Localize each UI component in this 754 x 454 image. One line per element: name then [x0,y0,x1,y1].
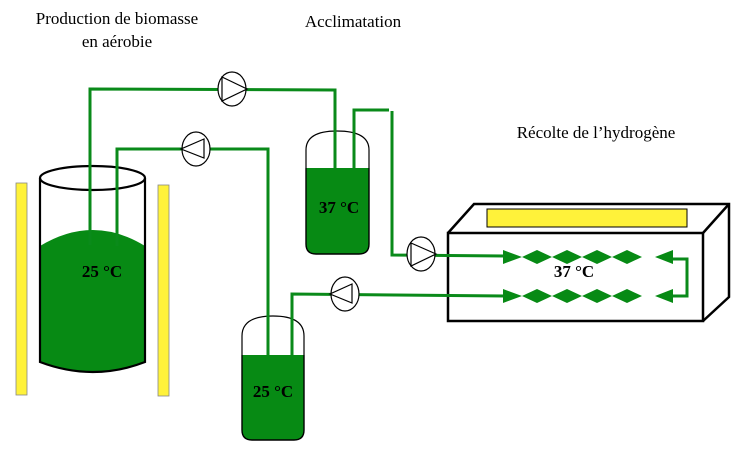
pipe-reactor-to-acclimatation [88,87,337,245]
light-panel-right [157,184,170,397]
flow-channel-bottom [503,289,673,303]
pipe-acclimatation-out-b [390,111,506,258]
lower-vessel-temperature: 25 °C [253,382,293,401]
pump-top [217,71,249,107]
label-recolte: Récolte de l’hydrogène [517,123,676,142]
pump-middle [179,131,211,167]
label-production-line2: en aérobie [82,32,152,51]
pipe-return-to-lower [290,292,506,355]
main-reactor: 25 °C [38,164,147,374]
pipe-loop-return [673,257,689,298]
pipe-acclimatation-out-a [352,108,389,168]
pump-acclimatation-out [406,236,438,272]
lower-vessel: 25 °C [241,315,305,441]
acclimatation-vessel-temperature: 37 °C [319,198,359,217]
acclimatation-vessel: 37 °C [305,130,370,255]
photobioreactor: 37 °C [446,202,731,323]
label-production-line1: Production de biomasse [36,9,198,28]
light-panel-left [15,182,28,396]
light-panel-top [486,208,688,228]
pump-return [328,276,360,312]
flow-channel-top [503,250,673,264]
label-acclimatation: Acclimatation [305,12,402,31]
photobioreactor-temperature: 37 °C [554,262,594,281]
main-reactor-temperature: 25 °C [82,262,122,281]
